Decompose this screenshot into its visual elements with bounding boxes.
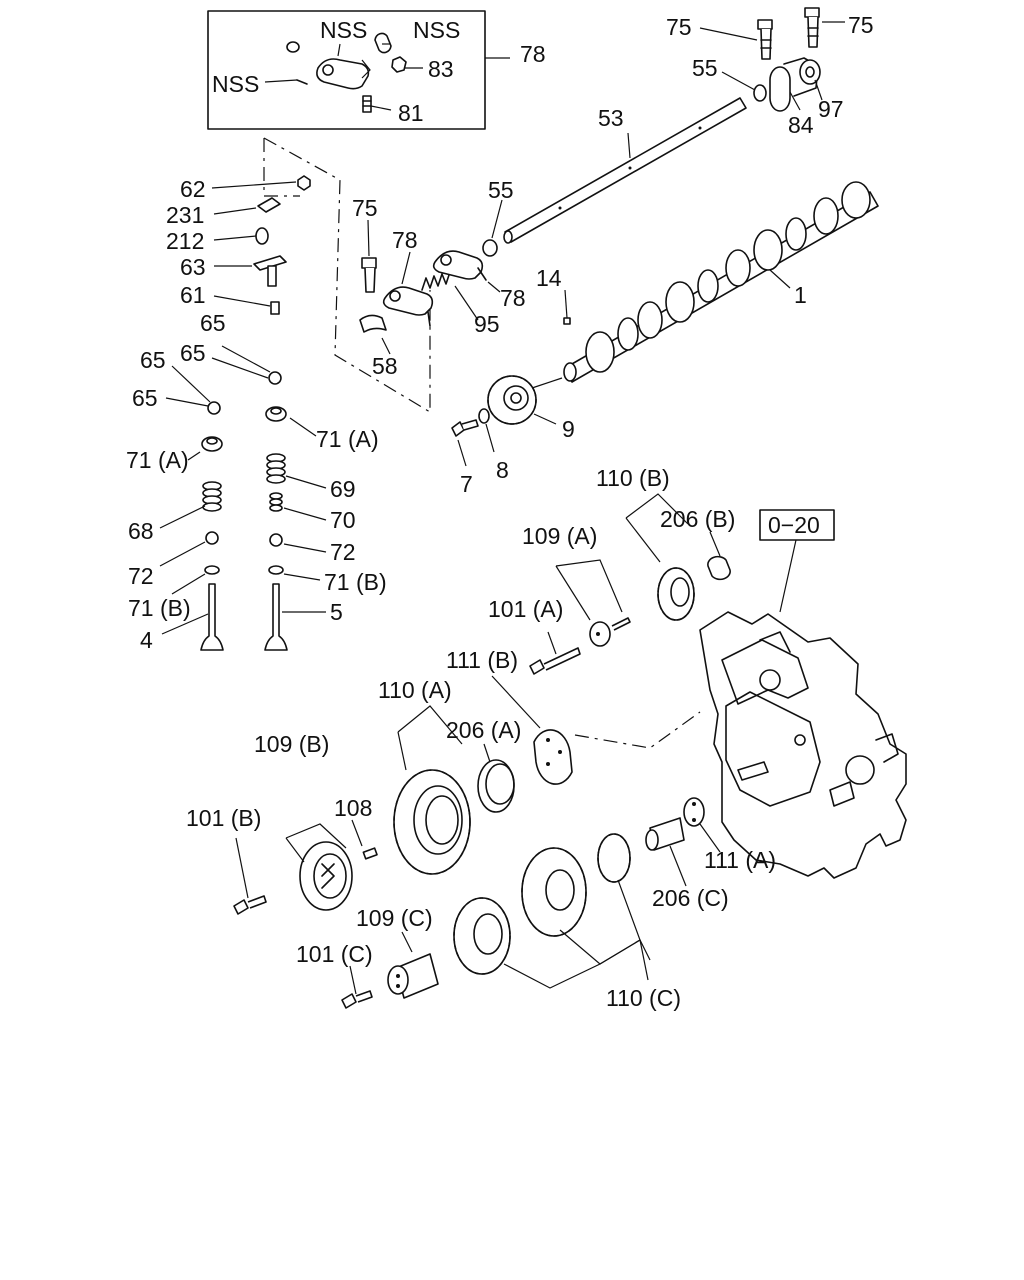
label-109a: 109 (A) bbox=[522, 523, 597, 549]
label-83: 83 bbox=[428, 56, 454, 82]
label-58: 58 bbox=[372, 353, 398, 379]
label-61: 61 bbox=[180, 282, 206, 308]
label-55: 55 bbox=[488, 177, 514, 203]
label-231: 231 bbox=[166, 202, 204, 228]
label-72: 72 bbox=[128, 563, 154, 589]
label-110c: 110 (C) bbox=[606, 985, 681, 1011]
label-62: 62 bbox=[180, 176, 206, 202]
valve-icon bbox=[264, 583, 288, 651]
label-8: 8 bbox=[496, 457, 509, 483]
label-212: 212 bbox=[166, 228, 204, 254]
label-110a: 110 (A) bbox=[378, 677, 452, 703]
label-71b: 71 (B) bbox=[324, 569, 387, 595]
label-71a: 71 (A) bbox=[316, 426, 379, 452]
label-55: 55 bbox=[692, 55, 718, 81]
assembly-guide-lines bbox=[263, 137, 701, 749]
idler-gear-b-group bbox=[529, 493, 731, 675]
rocker-arm-group bbox=[359, 219, 501, 355]
label-69: 69 bbox=[330, 476, 356, 502]
label-101b: 101 (B) bbox=[186, 805, 261, 831]
rocker-arm-icon bbox=[432, 250, 484, 280]
label-68: 68 bbox=[128, 518, 154, 544]
label-84: 84 bbox=[788, 112, 814, 138]
label-97: 97 bbox=[818, 96, 844, 122]
label-108: 108 bbox=[334, 795, 372, 821]
label-14: 14 bbox=[536, 265, 562, 291]
label-75: 75 bbox=[666, 14, 692, 40]
label-109c: 109 (C) bbox=[356, 905, 433, 931]
rocker-arm-icon bbox=[316, 58, 370, 90]
label-78: 78 bbox=[392, 227, 418, 253]
label-65: 65 bbox=[200, 310, 226, 336]
label-72: 72 bbox=[330, 539, 356, 565]
valve-icon bbox=[200, 583, 224, 651]
rocker-arm-icon bbox=[382, 286, 434, 316]
timing-gear-case bbox=[699, 611, 907, 879]
label-nss: NSS bbox=[212, 71, 259, 97]
label-111b: 111 (B) bbox=[446, 647, 518, 673]
label-111a: 111 (A) bbox=[704, 847, 776, 873]
label-70: 70 bbox=[330, 507, 356, 533]
label-71a: 71 (A) bbox=[126, 447, 189, 473]
bolt-icon bbox=[757, 19, 773, 30]
label-78: 78 bbox=[500, 285, 526, 311]
label-5: 5 bbox=[330, 599, 343, 625]
label-ref-0-20: 0−20 bbox=[768, 512, 820, 538]
label-75: 75 bbox=[848, 12, 874, 38]
label-206b: 206 (B) bbox=[660, 506, 735, 532]
label-101a: 101 (A) bbox=[488, 596, 563, 622]
label-4: 4 bbox=[140, 627, 153, 653]
inset-frame bbox=[207, 10, 486, 130]
label-81: 81 bbox=[398, 100, 424, 126]
label-110b: 110 (B) bbox=[596, 465, 670, 491]
label-206a: 206 (A) bbox=[446, 717, 521, 743]
idler-gear-c-group bbox=[341, 797, 721, 1009]
label-65: 65 bbox=[140, 347, 166, 373]
label-65: 65 bbox=[180, 340, 206, 366]
callout-labels: NSS NSS NSS 78 83 81 75 75 55 84 97 53 5… bbox=[126, 12, 874, 1011]
shaft-bracket-parts bbox=[699, 7, 845, 112]
bolt-icon bbox=[361, 257, 377, 269]
label-7: 7 bbox=[460, 471, 473, 497]
label-1: 1 bbox=[794, 282, 807, 308]
camshaft bbox=[563, 181, 879, 383]
label-nss: NSS bbox=[320, 17, 367, 43]
bolt-icon bbox=[804, 7, 820, 18]
rocker-shaft bbox=[482, 97, 747, 257]
valve-train bbox=[159, 175, 327, 651]
rocker-assembly-inset bbox=[207, 10, 510, 130]
label-nss: NSS bbox=[413, 17, 460, 43]
label-206c: 206 (C) bbox=[652, 885, 729, 911]
camshaft-gear-group bbox=[451, 375, 563, 467]
label-101c: 101 (C) bbox=[296, 941, 373, 967]
label-53: 53 bbox=[598, 105, 624, 131]
label-78: 78 bbox=[520, 41, 546, 67]
label-63: 63 bbox=[180, 254, 206, 280]
label-9: 9 bbox=[562, 416, 575, 442]
label-109b: 109 (B) bbox=[254, 731, 329, 757]
label-95: 95 bbox=[474, 311, 500, 337]
label-65: 65 bbox=[132, 385, 158, 411]
label-75: 75 bbox=[352, 195, 378, 221]
idler-gear-a-group bbox=[233, 675, 573, 915]
reference-box bbox=[759, 509, 835, 541]
label-71b: 71 (B) bbox=[128, 595, 191, 621]
